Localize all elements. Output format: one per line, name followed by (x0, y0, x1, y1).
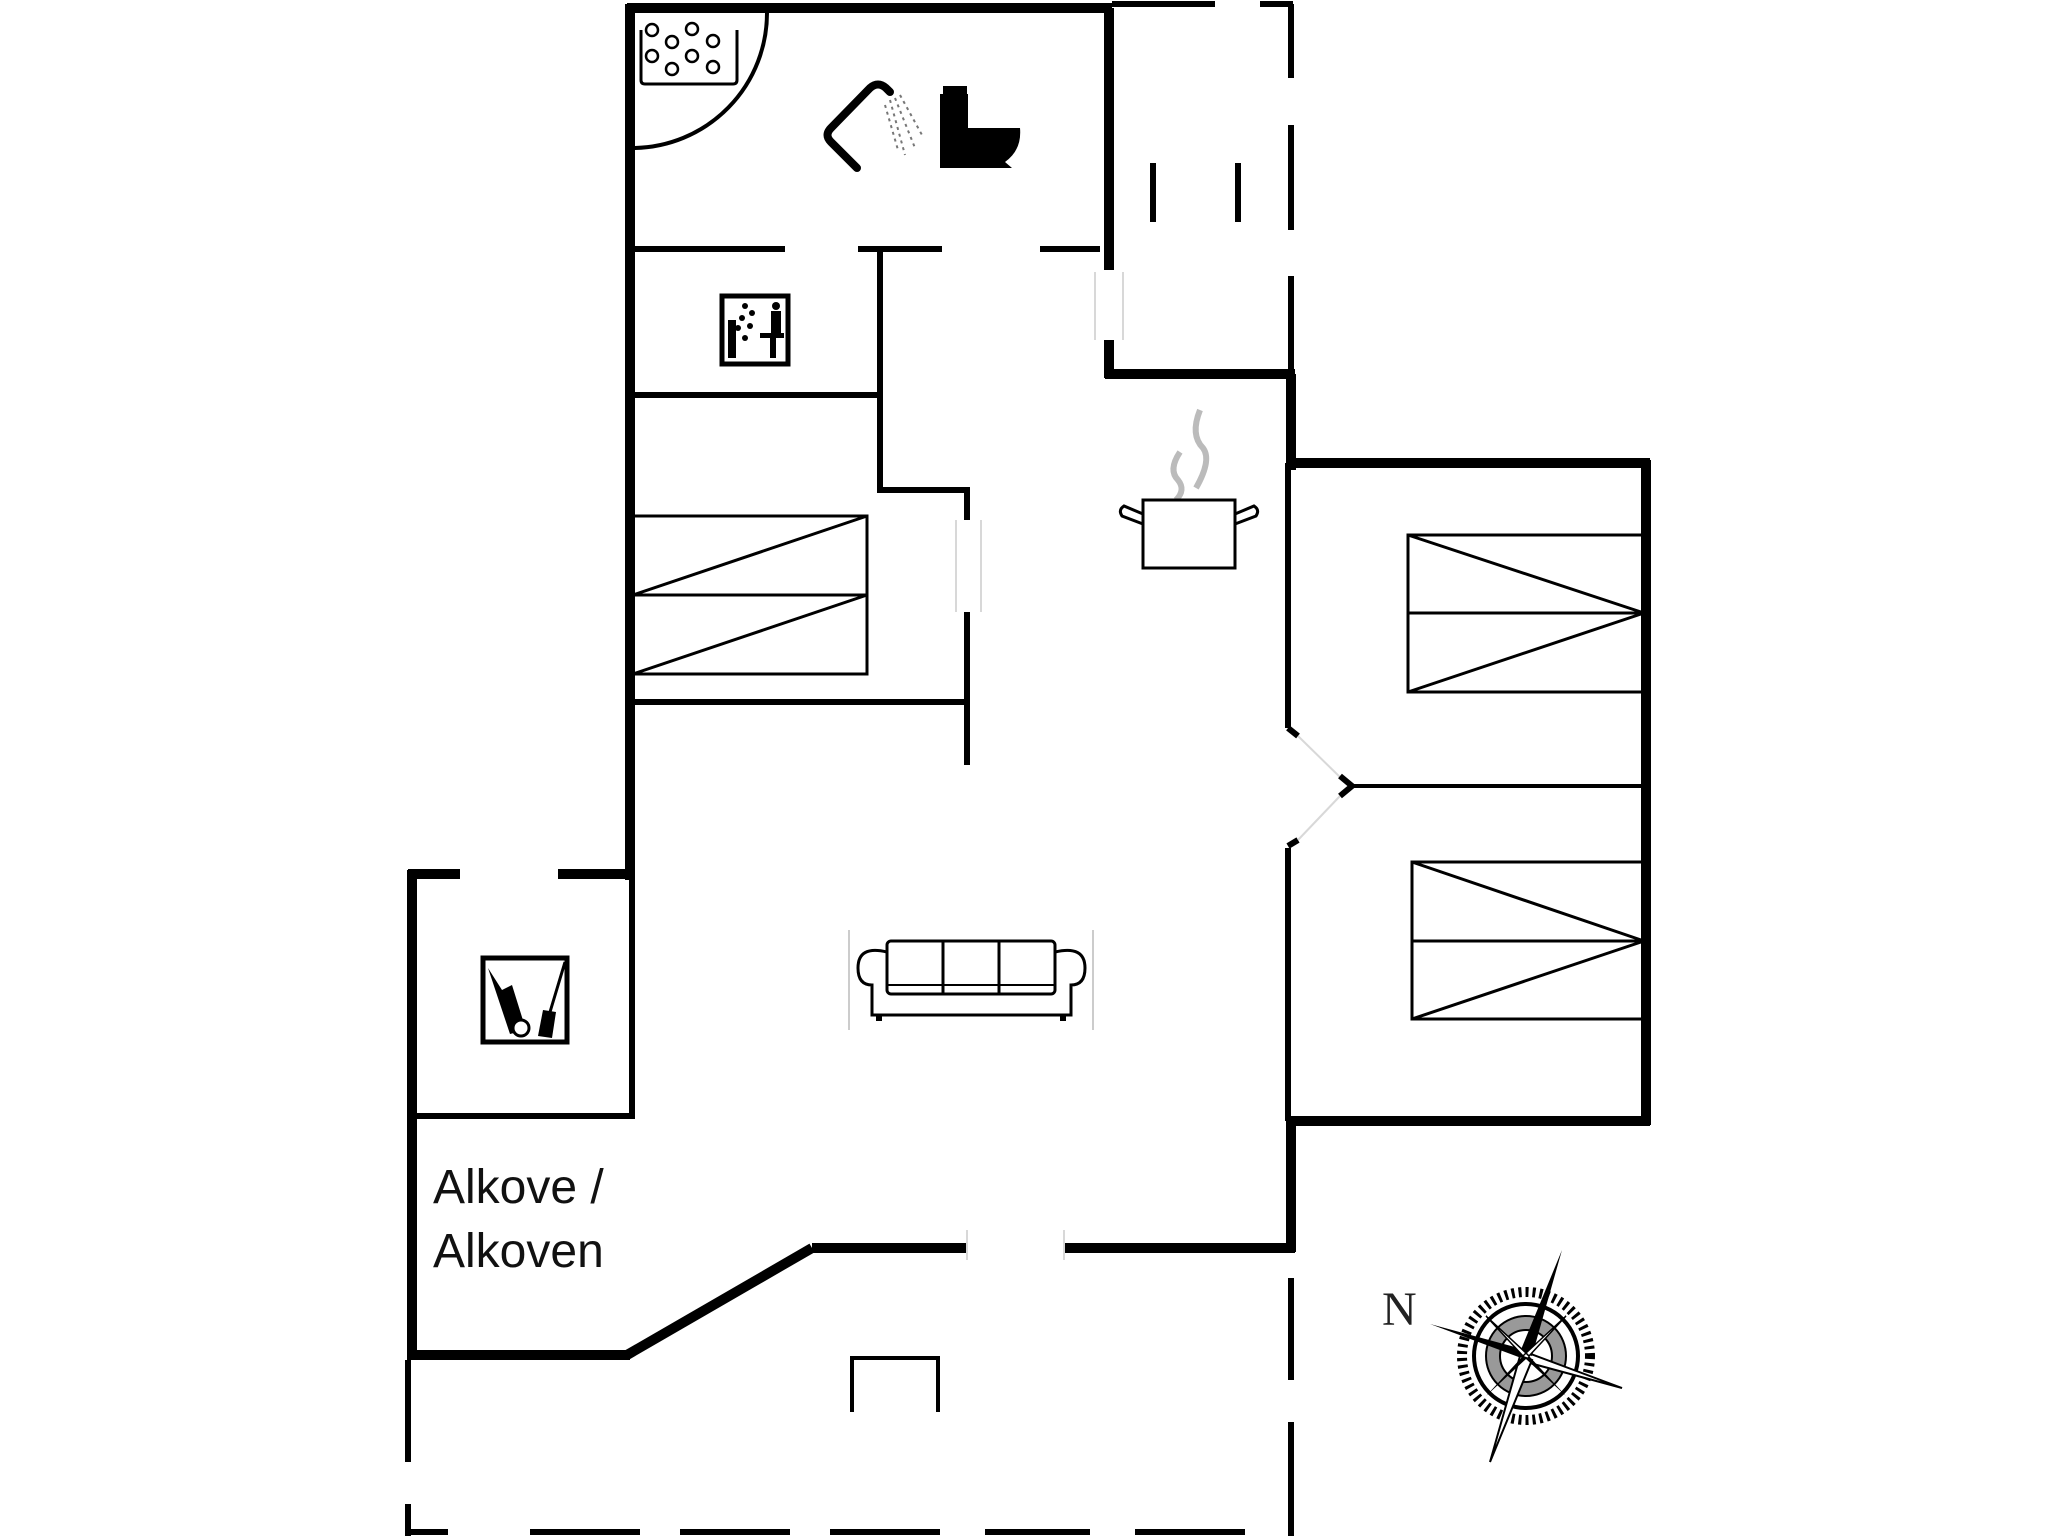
sofa-icon (848, 930, 1094, 1030)
whirlpool-tub-icon (633, 11, 770, 150)
compass-north-label: N (1382, 1283, 1417, 1336)
bunk-bed (631, 514, 869, 676)
toilet-icon (940, 86, 1021, 168)
sauna-icon (719, 293, 791, 367)
alcove-label-line2: Alkoven (433, 1225, 604, 1278)
cooking-pot-icon (1118, 408, 1260, 570)
walls (405, 1, 1651, 1536)
bed-bedroom-3 (1410, 860, 1646, 1021)
alcove-label-line1: Alkove / (433, 1161, 604, 1214)
shower-icon (823, 80, 923, 172)
bed-bedroom-2 (1406, 533, 1646, 694)
cleaning-equipment-icon (480, 955, 570, 1045)
compass-icon (1430, 1250, 1623, 1463)
alcove-label: Alkove / Alkoven (433, 1156, 604, 1284)
